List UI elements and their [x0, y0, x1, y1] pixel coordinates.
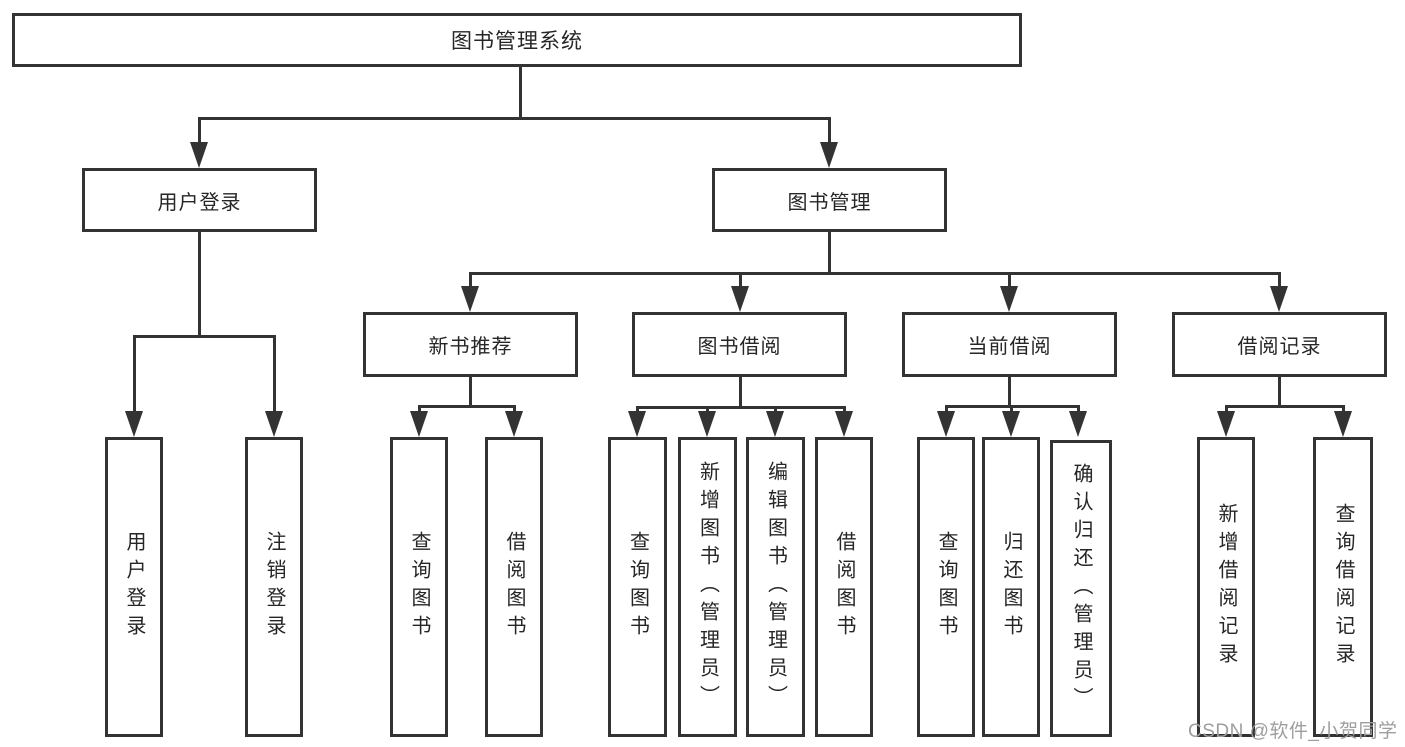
node-query-book-current: 查询图书: [917, 437, 975, 737]
node-label: 借阅记录: [1237, 336, 1322, 358]
node-book-borrow: 图书借阅: [632, 312, 847, 377]
arrowhead-down-icon: [1270, 286, 1288, 312]
node-label: 用户登录: [123, 531, 145, 643]
node-label: 用户登录: [157, 191, 242, 214]
connector-line: [1277, 273, 1281, 292]
connector-line: [132, 334, 276, 338]
node-return-book: 归还图书: [982, 437, 1040, 737]
node-label: 新增图书（管理员）: [696, 461, 719, 713]
connector-line: [468, 377, 472, 406]
node-label: 当前借阅: [967, 336, 1052, 358]
node-current-borrow: 当前借阅: [902, 312, 1117, 377]
arrowhead-down-icon: [628, 411, 646, 437]
connector-line: [738, 377, 742, 407]
arrowhead-down-icon: [410, 411, 428, 437]
node-label: 编辑图书（管理员）: [764, 461, 787, 713]
connector-line: [1277, 377, 1281, 406]
arrowhead-down-icon: [190, 142, 208, 168]
arrowhead-down-icon: [1217, 411, 1235, 437]
arrowhead-down-icon: [835, 411, 853, 437]
connector-line: [197, 116, 831, 120]
arrowhead-down-icon: [505, 411, 523, 437]
node-add-book-admin: 新增图书（管理员）: [678, 437, 737, 737]
arrowhead-down-icon: [698, 411, 716, 437]
node-book-mgmt: 图书管理: [712, 168, 947, 232]
connector-line: [417, 404, 516, 408]
node-query-book-borrow: 查询图书: [608, 437, 667, 737]
node-borrow-book-borrow: 借阅图书: [815, 437, 873, 737]
arrowhead-down-icon: [1002, 411, 1020, 437]
arrowhead-down-icon: [461, 286, 479, 312]
arrowhead-down-icon: [1069, 411, 1087, 437]
node-label: 注销登录: [263, 531, 285, 643]
node-confirm-return-admin: 确认归还（管理员）: [1050, 440, 1112, 737]
node-edit-book-admin: 编辑图书（管理员）: [746, 437, 805, 737]
arrowhead-down-icon: [766, 411, 784, 437]
connector-line: [272, 336, 276, 417]
arrowhead-down-icon: [125, 411, 143, 437]
connector-line: [518, 67, 522, 118]
node-logout-action: 注销登录: [245, 437, 303, 737]
arrowhead-down-icon: [937, 411, 955, 437]
arrowhead-down-icon: [265, 411, 283, 437]
connector-line: [197, 232, 201, 336]
node-add-borrow-record: 新增借阅记录: [1197, 437, 1255, 737]
node-label: 查询图书: [935, 531, 957, 643]
node-label: 查询图书: [408, 531, 430, 643]
node-label: 新增借阅记录: [1215, 503, 1237, 671]
connector-line: [827, 118, 831, 148]
node-label: 借阅图书: [833, 531, 855, 643]
arrowhead-down-icon: [1000, 286, 1018, 312]
arrowhead-down-icon: [1334, 411, 1352, 437]
connector-line: [197, 118, 201, 148]
connector-line: [635, 405, 846, 409]
connector-line: [738, 273, 742, 292]
node-borrow-book-rec: 借阅图书: [485, 437, 543, 737]
node-root: 图书管理系统: [12, 13, 1022, 67]
node-new-book-rec: 新书推荐: [363, 312, 578, 377]
connector-line: [1007, 273, 1011, 292]
node-label: 新书推荐: [428, 336, 513, 358]
connector-line: [468, 271, 1281, 275]
node-user-login: 用户登录: [82, 168, 317, 232]
connector-line: [827, 232, 831, 273]
csdn-watermark: CSDN @软件_小贺同学: [1188, 721, 1398, 742]
node-login-action: 用户登录: [105, 437, 163, 737]
node-label: 图书借阅: [697, 336, 782, 358]
node-label: 查询借阅记录: [1332, 503, 1354, 671]
node-query-borrow-record: 查询借阅记录: [1313, 437, 1373, 737]
node-label: 图书管理: [787, 191, 872, 214]
connector-line: [1224, 404, 1345, 408]
node-label: 确认归还（管理员）: [1070, 462, 1092, 715]
node-label: 归还图书: [1000, 531, 1022, 643]
node-label: 查询图书: [626, 531, 649, 643]
arrowhead-down-icon: [820, 142, 838, 168]
node-label: 借阅图书: [503, 531, 525, 643]
node-label: 图书管理系统: [451, 30, 583, 53]
arrowhead-down-icon: [731, 286, 749, 312]
connector-line: [468, 273, 472, 292]
node-query-book-rec: 查询图书: [390, 437, 448, 737]
connector-line: [132, 336, 136, 417]
connector-line: [1007, 377, 1011, 406]
node-borrow-records: 借阅记录: [1172, 312, 1387, 377]
